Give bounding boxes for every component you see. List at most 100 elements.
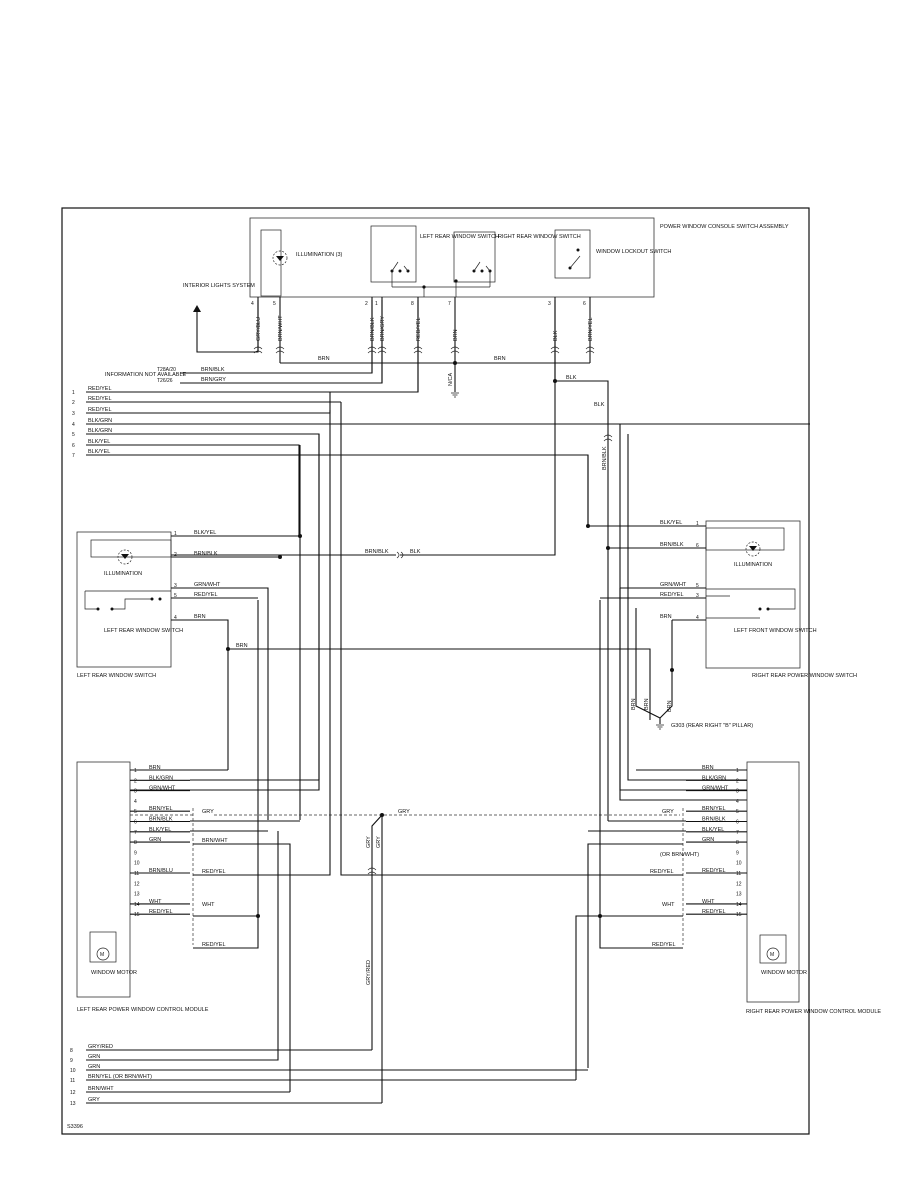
top-wire-label: BRN/YEL [588, 317, 594, 341]
switch-pin-wire-label: BRN/BLK [660, 542, 684, 548]
right-wht-wire [575, 915, 683, 1080]
switch-pin-wire [171, 619, 229, 770]
left-rear-switch-top-label: LEFT REAR WINDOW SWITCH [420, 234, 499, 240]
module-pin-number: 7 [736, 830, 739, 836]
figure-id: S3396 [67, 1124, 83, 1130]
harness-pin-label: 6 [72, 443, 75, 449]
right-rear-switch-top-label: RIGHT REAR WINDOW SWITCH [498, 234, 581, 240]
switch-pin-number: 5 [174, 593, 177, 599]
module-pin-wire-label: BRN [149, 765, 161, 771]
module-pin-number: 12 [134, 881, 140, 887]
illumination-bracket [260, 229, 282, 297]
brn-bus-label-2: BRN [494, 356, 506, 362]
top-pin-label: 5 [273, 301, 276, 307]
harness-wire [86, 410, 331, 414]
inline-connector [396, 551, 404, 559]
top-pin-label: 3 [548, 301, 551, 307]
module-pin-number: 12 [736, 881, 742, 887]
brn-blk-vertical-label: BRN/BLK [602, 446, 608, 470]
module-pin-number: 11 [134, 871, 139, 877]
switch-pin-number: 3 [696, 593, 699, 599]
info-wire-1 [180, 300, 373, 374]
gry-red-v-label: GRY/RED [366, 960, 372, 985]
module-pin-wire-label: GRN [149, 837, 161, 843]
left-illumination-bracket [90, 539, 172, 558]
module-pin-number: 6 [134, 820, 137, 826]
bottom-harness-pin: 12 [70, 1090, 76, 1096]
left-switch-box [76, 531, 172, 668]
right-illumination-bracket [705, 527, 785, 551]
harness-wire-label: BLK/GRN [88, 428, 112, 434]
left-rear-switch-inner-label: LEFT REAR WINDOW SWITCH [104, 628, 183, 634]
switch-pin-wire [171, 587, 269, 820]
switch-pin-wire-label: RED/YEL [660, 592, 684, 598]
illumination-lamp-icon [272, 250, 288, 266]
ground-g303-wire [635, 608, 673, 724]
left-switch-contacts [84, 590, 171, 610]
switch-pin-number: 5 [696, 583, 699, 589]
right-switch-contacts [706, 588, 796, 619]
left-module-caption: LEFT REAR POWER WINDOW CONTROL MODULE [77, 1007, 209, 1013]
module-pin-number: 5 [736, 809, 739, 815]
switch-pin-number: 4 [174, 615, 177, 621]
left-rear-window-switch: ILLUMINATION LEFT REAR WINDOW SWITCH LEF… [76, 531, 183, 679]
red-yel-l-label: RED/YEL [202, 869, 226, 875]
switch-lever [473, 261, 491, 272]
brn-g3-label: BRN [667, 700, 673, 712]
module-pin-wire-label: BRN [702, 765, 714, 771]
gry-h3-label: GRY [662, 809, 674, 815]
module-pin-number: 2 [134, 778, 137, 784]
switch-pin-number: 1 [696, 521, 699, 527]
module-pin-number: 5 [134, 809, 137, 815]
harness-pin-label: 2 [72, 400, 75, 406]
module-pin-number: 9 [736, 850, 739, 856]
module-pin-wire-label: RED/YEL [702, 909, 726, 915]
t26-label: T26/26 [157, 378, 173, 384]
console-assembly-text: POWER WINDOW CONSOLE SWITCH ASSEMBLY [660, 224, 789, 230]
left-motor-symbol: M [100, 952, 104, 958]
right-illumination-lamp-icon [745, 541, 761, 557]
right-switch-box [705, 520, 801, 669]
bottom-harness-label: GRN [88, 1054, 100, 1060]
right-illumination-label: ILLUMINATION [734, 562, 772, 568]
module-pin-number: 1 [736, 768, 739, 774]
module-pin-number: 8 [134, 840, 137, 846]
right-rear-power-window-switch: ILLUMINATION LEFT FRONT WINDOW SWITCH RI… [705, 520, 857, 679]
switch-contact [758, 607, 762, 611]
switch-pin-wire-label: GRN/WHT [660, 582, 687, 588]
info-wires: T28A/20 T26/26 INFORMATION NOT AVAILABLE… [105, 300, 383, 384]
module-pin-wire-label: BRN/YEL [149, 806, 173, 812]
switch-pin-number: 1 [174, 531, 177, 537]
lockout-switch-label: WINDOW LOCKOUT SWITCH [596, 249, 671, 255]
left-front-switch-label: LEFT FRONT WINDOW SWITCH [734, 628, 817, 634]
module-pin-number: 4 [736, 799, 739, 805]
module-pin-wire-label: BLK/YEL [149, 827, 171, 833]
top-wire-label: BRN/BLK [370, 317, 376, 341]
right-module-pins: 1BRN2BLK/GRN3GRN/WHT45BRN/YEL6BRN/BLK7BL… [588, 548, 747, 918]
module-pin-wire-label: BLK/GRN [149, 775, 173, 781]
left-illumination-lamp-icon [117, 549, 133, 565]
junction-dot [298, 534, 302, 538]
left-harness: 1RED/YEL2RED/YEL3RED/YEL4BLK/GRN5BLK/GRN… [72, 386, 810, 820]
right-illumination-diode-icon [749, 546, 757, 551]
module-pin-wire-label: BRN/BLK [149, 817, 173, 823]
junction-dot [454, 279, 458, 283]
module-pin-number: 11 [736, 871, 741, 877]
left-brn-wht-wire [193, 843, 291, 1092]
harness-pin-label: 3 [72, 411, 75, 417]
bottom-harness-pin: 9 [70, 1058, 73, 1064]
top-wire-label: BRN/GRY [380, 316, 386, 341]
right-motor-icon [766, 947, 780, 961]
right-module-box [746, 761, 800, 1003]
module-pin-number: 9 [134, 850, 137, 856]
blk-label-2: BLK [594, 402, 605, 408]
brn-g1-label: BRN [631, 698, 637, 710]
module-pin-number: 4 [134, 799, 137, 805]
brn-mid-label: BRN [236, 643, 248, 649]
switch-lever [569, 255, 581, 269]
module-pin-wire-label: WHT [702, 899, 715, 905]
harness-wire [130, 434, 320, 791]
module-pin-wire-label: BLK/GRN [702, 775, 726, 781]
